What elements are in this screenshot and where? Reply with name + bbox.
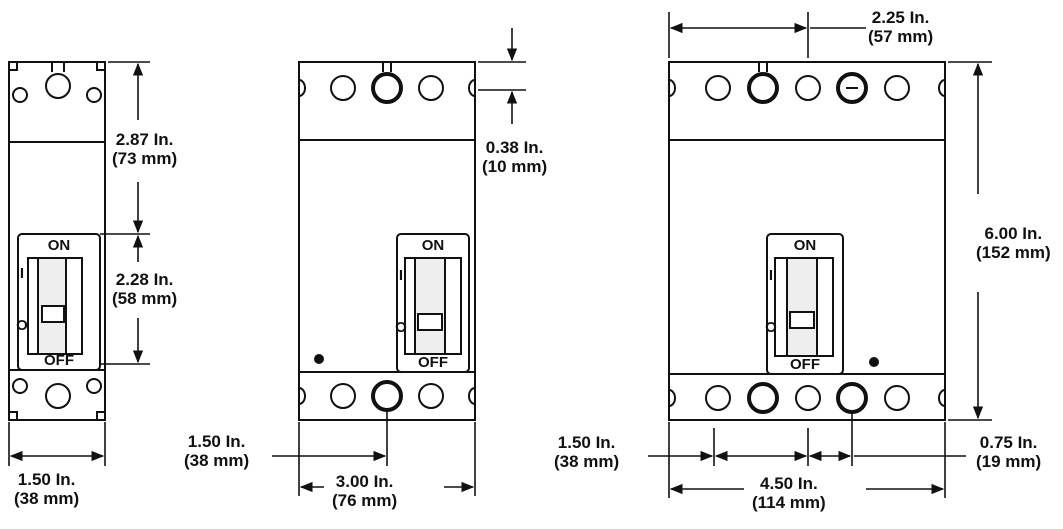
dim-inches: 1.50 In. <box>557 433 616 452</box>
dim-one-pole-upper-height: 2.87 In. (73 mm) <box>112 130 177 168</box>
dim-three-pole-pitch: 1.50 In. (38 mm) <box>554 433 619 471</box>
dim-one-pole-handle-height: 2.28 In. (58 mm) <box>112 270 177 308</box>
dim-mm: (58 mm) <box>112 289 178 308</box>
two-pole-on-label: ON <box>422 237 445 254</box>
dim-inches: 3.00 In. <box>335 472 394 491</box>
one-pole-on-label: ON <box>48 237 71 254</box>
dim-inches: 0.38 In. <box>485 138 544 157</box>
dim-mm: (38 mm) <box>554 452 620 471</box>
one-pole-off-label: OFF <box>44 352 74 369</box>
two-pole-on-symbol: I <box>399 267 403 284</box>
dim-three-pole-height: 6.00 In. (152 mm) <box>976 224 1051 262</box>
two-pole-breaker <box>298 61 476 421</box>
one-pole-on-symbol: I <box>20 265 24 282</box>
dim-three-pole-mount-spacing: 2.25 In. (57 mm) <box>868 8 933 46</box>
dim-two-pole-pitch: 1.50 In. (38 mm) <box>184 432 249 470</box>
dim-mm: (38 mm) <box>184 451 250 470</box>
one-pole-off-symbol: O <box>16 317 28 334</box>
dim-two-pole-width: 3.00 In. (76 mm) <box>332 472 397 510</box>
dim-three-pole-width: 4.50 In. (114 mm) <box>752 474 826 512</box>
dim-mm: (73 mm) <box>112 149 178 168</box>
dim-one-pole-width: 1.50 In. (38 mm) <box>14 470 79 508</box>
dim-three-pole-offset: 0.75 In. (19 mm) <box>976 433 1041 471</box>
dim-mm: (76 mm) <box>332 491 398 510</box>
dim-inches: 2.28 In. <box>115 270 174 289</box>
two-pole-off-label: OFF <box>418 354 448 371</box>
dim-inches: 4.50 In. <box>760 474 818 493</box>
dim-mm: (114 mm) <box>752 493 826 512</box>
dimension-lines <box>8 12 992 498</box>
dim-inches: 2.87 In. <box>115 130 174 149</box>
dim-mm: (38 mm) <box>14 489 80 508</box>
two-pole-off-symbol: O <box>395 319 407 336</box>
switch-labels: ON OFF I O ON OFF I O ON OFF I O <box>16 237 820 373</box>
three-pole-off-symbol: O <box>765 319 777 336</box>
dim-mm: (19 mm) <box>976 452 1042 471</box>
dim-inches: 6.00 In. <box>984 224 1043 243</box>
dim-mm: (152 mm) <box>976 243 1051 262</box>
dim-mm: (10 mm) <box>482 157 548 176</box>
dim-inches: 0.75 In. <box>979 433 1038 452</box>
three-pole-on-label: ON <box>794 237 817 254</box>
three-pole-off-label: OFF <box>790 356 820 373</box>
dim-inches: 1.50 In. <box>187 432 246 451</box>
dim-inches: 2.25 In. <box>871 8 930 27</box>
three-pole-on-symbol: I <box>769 267 773 284</box>
dim-inches: 1.50 In. <box>17 470 76 489</box>
one-pole-breaker <box>8 61 106 421</box>
dim-two-pole-tab-height: 0.38 In. (10 mm) <box>482 138 547 176</box>
dim-mm: (57 mm) <box>868 27 934 46</box>
three-pole-breaker <box>668 61 946 421</box>
